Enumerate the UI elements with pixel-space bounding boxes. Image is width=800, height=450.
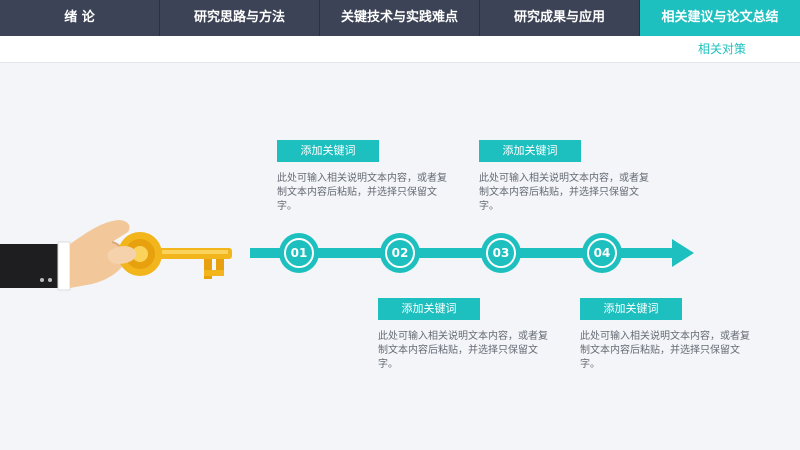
tab-methods[interactable]: 研究思路与方法	[160, 0, 320, 36]
tab-key-tech[interactable]: 关键技术与实践难点	[320, 0, 480, 36]
tab-intro[interactable]: 绪 论	[0, 0, 160, 36]
step-number-3: 03	[486, 238, 516, 268]
sub-header: 相关对策	[0, 36, 800, 63]
step-number-4: 04	[587, 238, 617, 268]
tab-results[interactable]: 研究成果与应用	[480, 0, 640, 36]
step-circle-2: 02	[380, 233, 420, 273]
keyword-box-4[interactable]: 添加关键词	[580, 298, 682, 320]
keyword-box-1[interactable]: 添加关键词	[277, 140, 379, 162]
step-circle-4: 04	[582, 233, 622, 273]
timeline-arrow-head	[672, 239, 694, 267]
step-description-1: 此处可输入相关说明文本内容，或者复制文本内容后粘贴，并选择只保留文字。	[277, 173, 447, 212]
step-description-3: 此处可输入相关说明文本内容，或者复制文本内容后粘贴，并选择只保留文字。	[479, 173, 649, 212]
key-icon	[118, 232, 232, 279]
keyword-box-3[interactable]: 添加关键词	[479, 140, 581, 162]
hand-icon	[0, 214, 240, 308]
step-description-2: 此处可输入相关说明文本内容，或者复制文本内容后粘贴，并选择只保留文字。	[378, 331, 548, 370]
step-circle-1: 01	[279, 233, 319, 273]
content-area: 01 02 03 04 添加关键词 此处可输入相关说明文本内容，或者复制文本内容…	[0, 64, 800, 450]
step-circle-3: 03	[481, 233, 521, 273]
step-number-2: 02	[385, 238, 415, 268]
hand-key-illustration	[0, 220, 232, 291]
timeline-line	[250, 248, 674, 258]
step-number-1: 01	[284, 238, 314, 268]
step-description-4: 此处可输入相关说明文本内容，或者复制文本内容后粘贴，并选择只保留文字。	[580, 331, 750, 370]
page-subtitle: 相关对策	[697, 42, 746, 56]
top-nav: 绪 论 研究思路与方法 关键技术与实践难点 研究成果与应用 相关建议与论文总结	[0, 0, 800, 36]
tab-summary[interactable]: 相关建议与论文总结	[640, 0, 800, 36]
keyword-box-2[interactable]: 添加关键词	[378, 298, 480, 320]
